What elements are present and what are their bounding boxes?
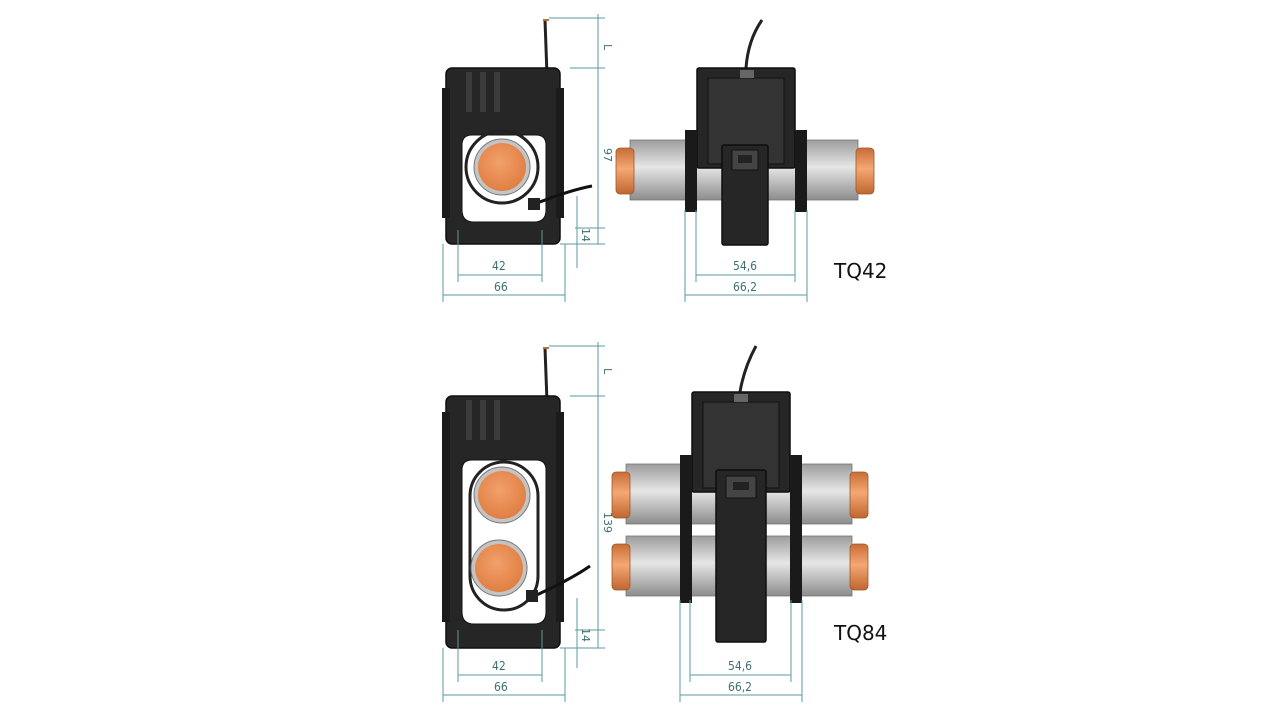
tq84-dim-height: 139 bbox=[601, 512, 614, 533]
tq42-dim-l: L bbox=[601, 44, 614, 51]
tq84-side-dimensions: 54,6 66,2 bbox=[679, 600, 803, 702]
tq42-dim-bottom: 14 bbox=[579, 228, 592, 242]
tq84-side-view bbox=[611, 345, 869, 643]
tq42-dim-side-inner: 54,6 bbox=[733, 259, 757, 273]
tq84-conductor-bottom bbox=[475, 544, 523, 592]
tq42-dim-side-outer: 66,2 bbox=[733, 280, 757, 294]
tq84-dim-bottom: 14 bbox=[579, 628, 592, 642]
tq42-side-view bbox=[615, 19, 875, 246]
tq84-dim-side-outer: 66,2 bbox=[728, 680, 752, 694]
tq42-dim-height: 97 bbox=[601, 148, 614, 162]
tq84-dim-side-inner: 54,6 bbox=[728, 659, 752, 673]
tq84-conductor-top bbox=[478, 471, 526, 519]
tq42-conductor bbox=[478, 143, 526, 191]
tq42-dim-outer-width: 66 bbox=[494, 280, 508, 294]
tq42-dim-opening-width: 42 bbox=[492, 259, 506, 273]
tq84-front-view bbox=[442, 347, 591, 649]
tq84-front-dimensions: L 139 14 42 66 bbox=[442, 342, 614, 702]
tq84-model-label: TQ84 bbox=[833, 621, 887, 645]
tq84-dim-outer-width: 66 bbox=[494, 680, 508, 694]
tq42-front-dimensions: L 97 14 42 66 bbox=[442, 14, 614, 302]
tq42-side-dimensions: 54,6 66,2 bbox=[684, 210, 808, 302]
tq42-model-label: TQ42 bbox=[833, 259, 887, 283]
tq84-dim-l: L bbox=[601, 368, 614, 375]
unit-tq84: L 139 14 42 66 bbox=[442, 342, 887, 702]
tq42-front-view bbox=[442, 19, 593, 245]
tq84-dim-opening-width: 42 bbox=[492, 659, 506, 673]
unit-tq42: L 97 14 42 66 bbox=[442, 14, 887, 302]
